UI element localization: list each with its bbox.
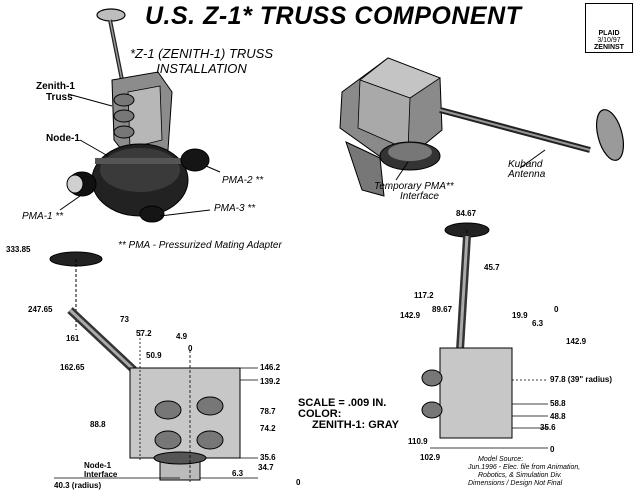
dim-6-3-right: 6.3: [532, 319, 544, 328]
dim-88-8: 88.8: [90, 420, 106, 429]
dim-142-9-left: 142.9: [400, 311, 421, 320]
dim-102-9: 102.9: [420, 453, 441, 462]
label-truss: Truss: [46, 92, 73, 103]
dim-333-85: 333.85: [6, 245, 31, 254]
dim-142-9-right: 142.9: [566, 337, 587, 346]
dim-146-2: 146.2: [260, 363, 281, 372]
dim-58-8: 58.8: [550, 399, 566, 408]
dim-97-8: 97.8 (39" radius): [550, 375, 613, 384]
dim-0-bottom-right: 0: [550, 445, 555, 454]
left-truss-body: [129, 367, 241, 459]
dim-34-7: 34.7: [258, 463, 274, 472]
dim-78-7: 78.7: [260, 407, 276, 416]
dim-6-3: 6.3: [232, 469, 244, 478]
pma2-adapter: [180, 148, 210, 172]
label-node1-interface-2: Interface: [84, 470, 118, 479]
dim-117-2: 117.2: [414, 291, 434, 300]
dim-0-right: 0: [554, 305, 559, 314]
right-truss-body: [439, 347, 513, 439]
dim-4-9: 4.9: [176, 332, 188, 341]
pma3-adapter: [139, 205, 165, 223]
page-title: U.S. Z-1* TRUSS COMPONENT: [145, 2, 522, 30]
dim-0-bottom: 0: [296, 478, 301, 487]
pma-footnote: ** PMA - Pressurized Mating Adapter: [118, 240, 282, 251]
color-zenith: ZENITH-1: GRAY: [312, 419, 399, 431]
dim-50-9: 50.9: [146, 351, 162, 360]
subtitle: *Z-1 (ZENITH-1) TRUSS INSTALLATION: [130, 46, 273, 76]
note-line-4: Dimensions / Design Not Final: [468, 480, 563, 487]
dim-139-2: 139.2: [260, 377, 281, 386]
scale-legend: SCALE = .009 IN. COLOR: ZENITH-1: GRAY: [298, 398, 399, 431]
subtitle-line-1: *Z-1 (ZENITH-1) TRUSS: [130, 46, 273, 61]
label-temporary-pma: Temporary PMA**: [374, 181, 454, 192]
label-zenith1: Zenith-1: [36, 81, 75, 92]
dim-35-6: 35.6: [260, 453, 276, 462]
model-source-note: Model Source: Jun.1996 - Elec. file from…: [468, 456, 580, 488]
note-line-2: Jun.1996 - Elec. file from Animation,: [468, 464, 581, 471]
label-kuband: Kuband: [508, 159, 543, 170]
left-elevation-drawing: [49, 251, 258, 482]
label-pma2: PMA-2 **: [222, 175, 264, 186]
dim-45-7: 45.7: [484, 263, 500, 272]
dim-162-65: 162.65: [60, 363, 85, 372]
dim-110-9: 110.9: [408, 437, 428, 446]
dim-35-6-right: 35.6: [540, 423, 556, 432]
badge-id: ZENINST: [594, 44, 624, 51]
label-interface: Interface: [400, 191, 439, 202]
dim-40-3-radius: 40.3 (radius): [54, 481, 102, 490]
note-line-3: Robotics, & Simulation Div.: [478, 472, 562, 479]
right-elevation-drawing: [421, 222, 548, 449]
label-node1-interface: Node-1: [84, 461, 112, 470]
dim-161: 161: [66, 334, 80, 343]
dim-89-67: 89.67: [432, 305, 453, 314]
label-pma3: PMA-3 **: [214, 203, 256, 214]
kuband-dish: [595, 109, 625, 161]
dim-48-8: 48.8: [550, 412, 566, 421]
label-node1: Node-1: [46, 133, 80, 144]
dim-0-top: 0: [188, 344, 193, 353]
dim-247-65: 247.65: [28, 305, 53, 314]
dim-19-9: 19.9: [512, 311, 528, 320]
color-line: COLOR:: [298, 408, 342, 420]
label-pma1: PMA-1 **: [22, 211, 64, 222]
subtitle-line-2: INSTALLATION: [156, 61, 247, 76]
installation-perspective-illustration: [339, 57, 625, 197]
plaid-badge: PLAID 3/10/97 ZENINST: [585, 3, 633, 53]
dim-57-2: 57.2: [136, 329, 152, 338]
dim-73: 73: [120, 315, 129, 324]
badge-org: PLAID: [598, 30, 620, 37]
label-antenna: Antenna: [508, 169, 546, 180]
top-antenna-dish: [96, 8, 126, 22]
scale-line: SCALE = .009 IN.: [298, 397, 387, 409]
badge-date: 3/10/97: [597, 37, 621, 44]
node1-assembly-illustration: [59, 8, 221, 223]
note-line-1: Model Source:: [478, 456, 524, 463]
dim-84-67: 84.67: [456, 209, 477, 218]
dim-74-2: 74.2: [260, 424, 276, 433]
